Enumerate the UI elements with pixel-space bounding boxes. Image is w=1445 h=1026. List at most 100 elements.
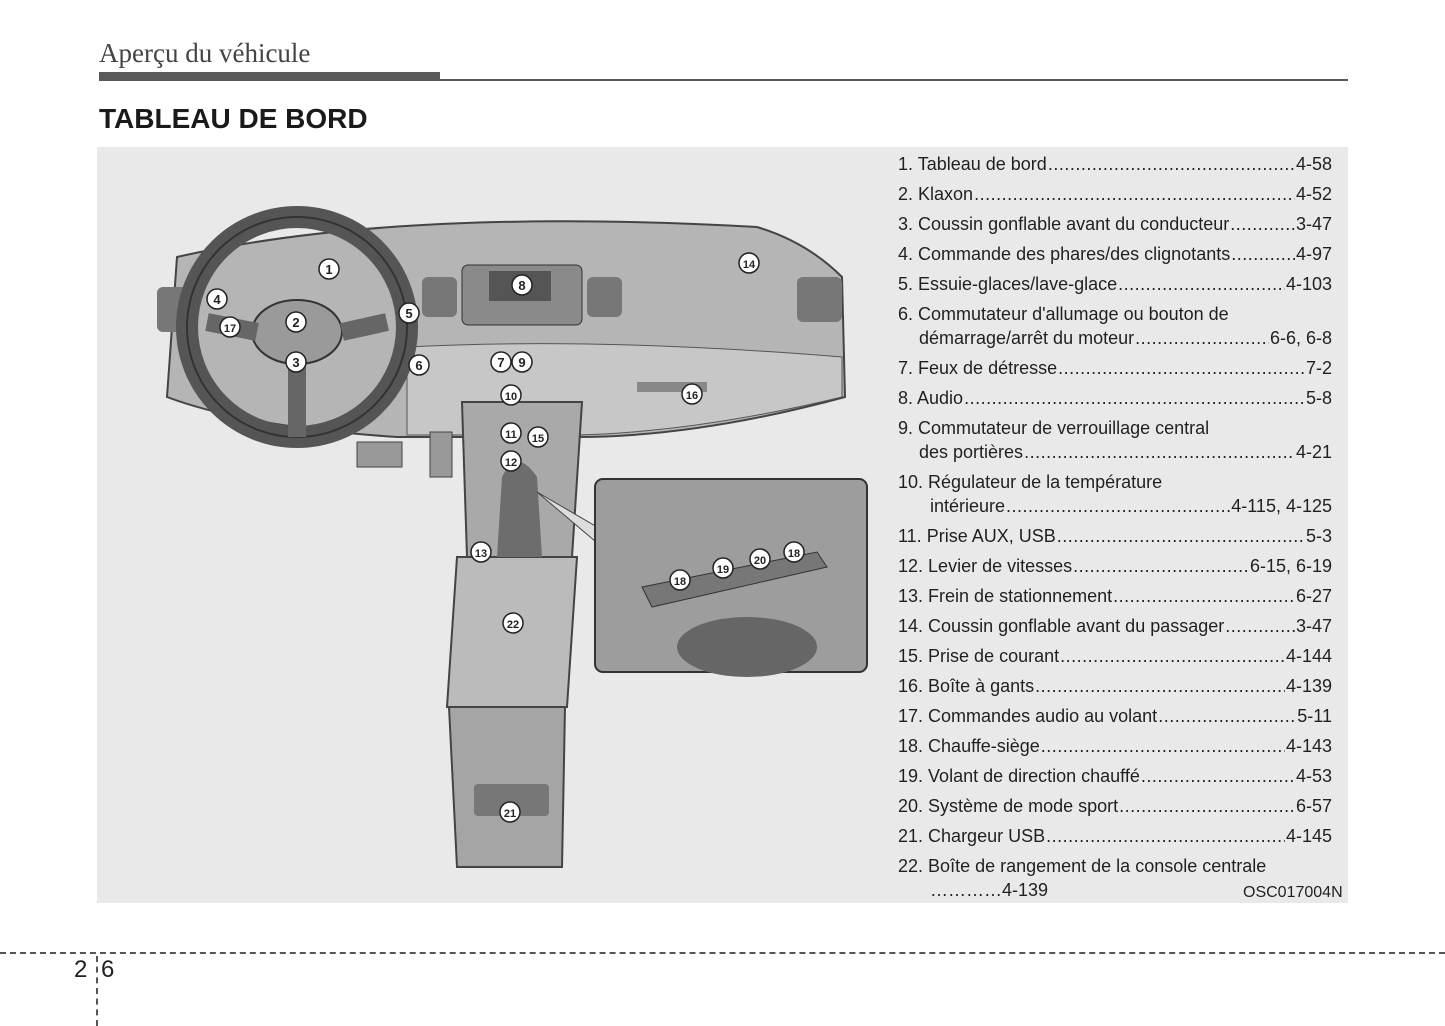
callout-14: 14: [738, 252, 760, 274]
svg-text:12: 12: [505, 457, 517, 469]
list-item: 14. Coussin gonflable avant du passager3…: [898, 614, 1332, 638]
item-label: Boîte à gants: [928, 676, 1035, 696]
item-number: 13.: [898, 586, 924, 606]
item-page: 4-21: [1295, 442, 1332, 462]
dot-leader: [1225, 614, 1295, 638]
figure-code: OSC017004N: [1243, 884, 1343, 901]
callout-3: 3: [285, 351, 307, 373]
svg-text:2: 2: [292, 315, 299, 330]
callout-9: 9: [511, 351, 533, 373]
callout-6: 6: [408, 354, 430, 376]
dot-leader: [1113, 584, 1295, 608]
dot-leader: [1119, 794, 1295, 818]
item-label: Boîte de rangement de la console central…: [928, 856, 1267, 876]
item-page: 4-145: [1285, 826, 1332, 846]
item-label: Prise de courant: [928, 646, 1060, 666]
dot-leader: [1135, 326, 1269, 350]
item-number: 20.: [898, 796, 924, 816]
list-item: 20. Système de mode sport6-57: [898, 794, 1332, 818]
item-number: 12.: [898, 556, 924, 576]
list-item: 7. Feux de détresse7-2: [898, 356, 1332, 380]
item-number: 3.: [898, 214, 914, 234]
dot-leader: [1073, 554, 1249, 578]
callout-5: 5: [398, 302, 420, 324]
list-item: 6. Commutateur d'allumage ou bouton de d…: [898, 302, 1332, 350]
list-item: 13. Frein de stationnement6-27: [898, 584, 1332, 608]
svg-text:21: 21: [504, 808, 516, 820]
item-page: 5-3: [1305, 526, 1332, 546]
item-label: Commande des phares/des clignotants: [918, 244, 1231, 264]
callout-11: 11: [500, 422, 522, 444]
dot-leader: [974, 182, 1295, 206]
svg-text:6: 6: [415, 358, 422, 373]
dot-leader: [1058, 356, 1305, 380]
item-label: Commutateur de verrouillage central: [918, 418, 1210, 438]
item-number: 5.: [898, 274, 914, 294]
item-page: 4-115, 4-125: [1231, 496, 1332, 516]
item-number: 11.: [898, 526, 922, 546]
dot-leader: [964, 386, 1305, 410]
item-label: Coussin gonflable avant du passager: [928, 616, 1225, 636]
list-item: 21. Chargeur USB4-145: [898, 824, 1332, 848]
list-item: 1. Tableau de bord4-58: [898, 152, 1332, 176]
callout-21: 21: [499, 801, 521, 823]
svg-text:16: 16: [686, 390, 698, 402]
list-item: 8. Audio5-8: [898, 386, 1332, 410]
item-page: 6-57: [1295, 796, 1332, 816]
item-page: …………4-139: [930, 880, 1049, 900]
callout-2: 2: [285, 311, 307, 333]
item-label-cont: intérieure: [930, 496, 1006, 516]
item-label-cont: des portières: [919, 442, 1024, 462]
item-number: 19.: [898, 766, 924, 786]
item-label: Volant de direction chauffé: [928, 766, 1140, 786]
item-number: 2.: [898, 184, 914, 204]
svg-text:9: 9: [518, 355, 525, 370]
page-number: 6: [101, 956, 115, 983]
item-label: Klaxon: [918, 184, 974, 204]
dot-leader: [1024, 440, 1295, 464]
section-header: Aperçu du véhicule: [99, 38, 311, 68]
item-number: 4.: [898, 244, 914, 264]
list-item: 17. Commandes audio au volant5-11: [898, 704, 1332, 728]
callout-17: 17: [219, 316, 241, 338]
page-number-divider: [96, 956, 98, 1026]
dot-leader: [1158, 704, 1296, 728]
footer-rule: [0, 952, 1445, 954]
item-page: 4-58: [1295, 154, 1332, 174]
callout-22: 22: [502, 612, 524, 634]
callout-13: 13: [470, 541, 492, 563]
list-item: 10. Régulateur de la température intérie…: [898, 470, 1332, 518]
item-page: 4-143: [1285, 736, 1332, 756]
item-label: Régulateur de la température: [928, 472, 1163, 492]
list-item: 19. Volant de direction chauffé 4-53: [898, 764, 1332, 788]
list-item: 2. Klaxon 4-52: [898, 182, 1332, 206]
callout-4: 4: [206, 288, 228, 310]
item-page: 4-97: [1295, 244, 1332, 264]
item-label: Frein de stationnement: [928, 586, 1113, 606]
dashboard-illustration: 1 2 3 4 5 6 7 8 9 10 11 12 13 14 15 16 1…: [157, 206, 868, 868]
svg-text:19: 19: [717, 564, 729, 576]
item-number: 9.: [898, 418, 914, 438]
dot-leader: [1231, 242, 1295, 266]
svg-text:5: 5: [405, 306, 412, 321]
callout-19: 19: [712, 557, 734, 579]
callout-7: 7: [490, 351, 512, 373]
dot-leader: [1041, 734, 1285, 758]
item-number: 17.: [898, 706, 924, 726]
list-item: 4. Commande des phares/des clignotants 4-…: [898, 242, 1332, 266]
page-title: TABLEAU DE BORD: [99, 103, 368, 134]
item-number: 6.: [898, 304, 914, 324]
item-label: Levier de vitesses: [928, 556, 1073, 576]
svg-text:18: 18: [788, 548, 800, 560]
dot-leader: [1048, 152, 1295, 176]
item-page: 4-53: [1295, 766, 1332, 786]
item-page: 3-47: [1295, 214, 1332, 234]
callout-20: 20: [749, 548, 771, 570]
item-label: Feux de détresse: [918, 358, 1058, 378]
item-page: 4-52: [1295, 184, 1332, 204]
item-number: 14.: [898, 616, 924, 636]
svg-text:11: 11: [505, 429, 517, 441]
item-label: Commutateur d'allumage ou bouton de: [918, 304, 1229, 324]
svg-text:20: 20: [754, 555, 766, 567]
item-label: Audio: [917, 388, 964, 408]
